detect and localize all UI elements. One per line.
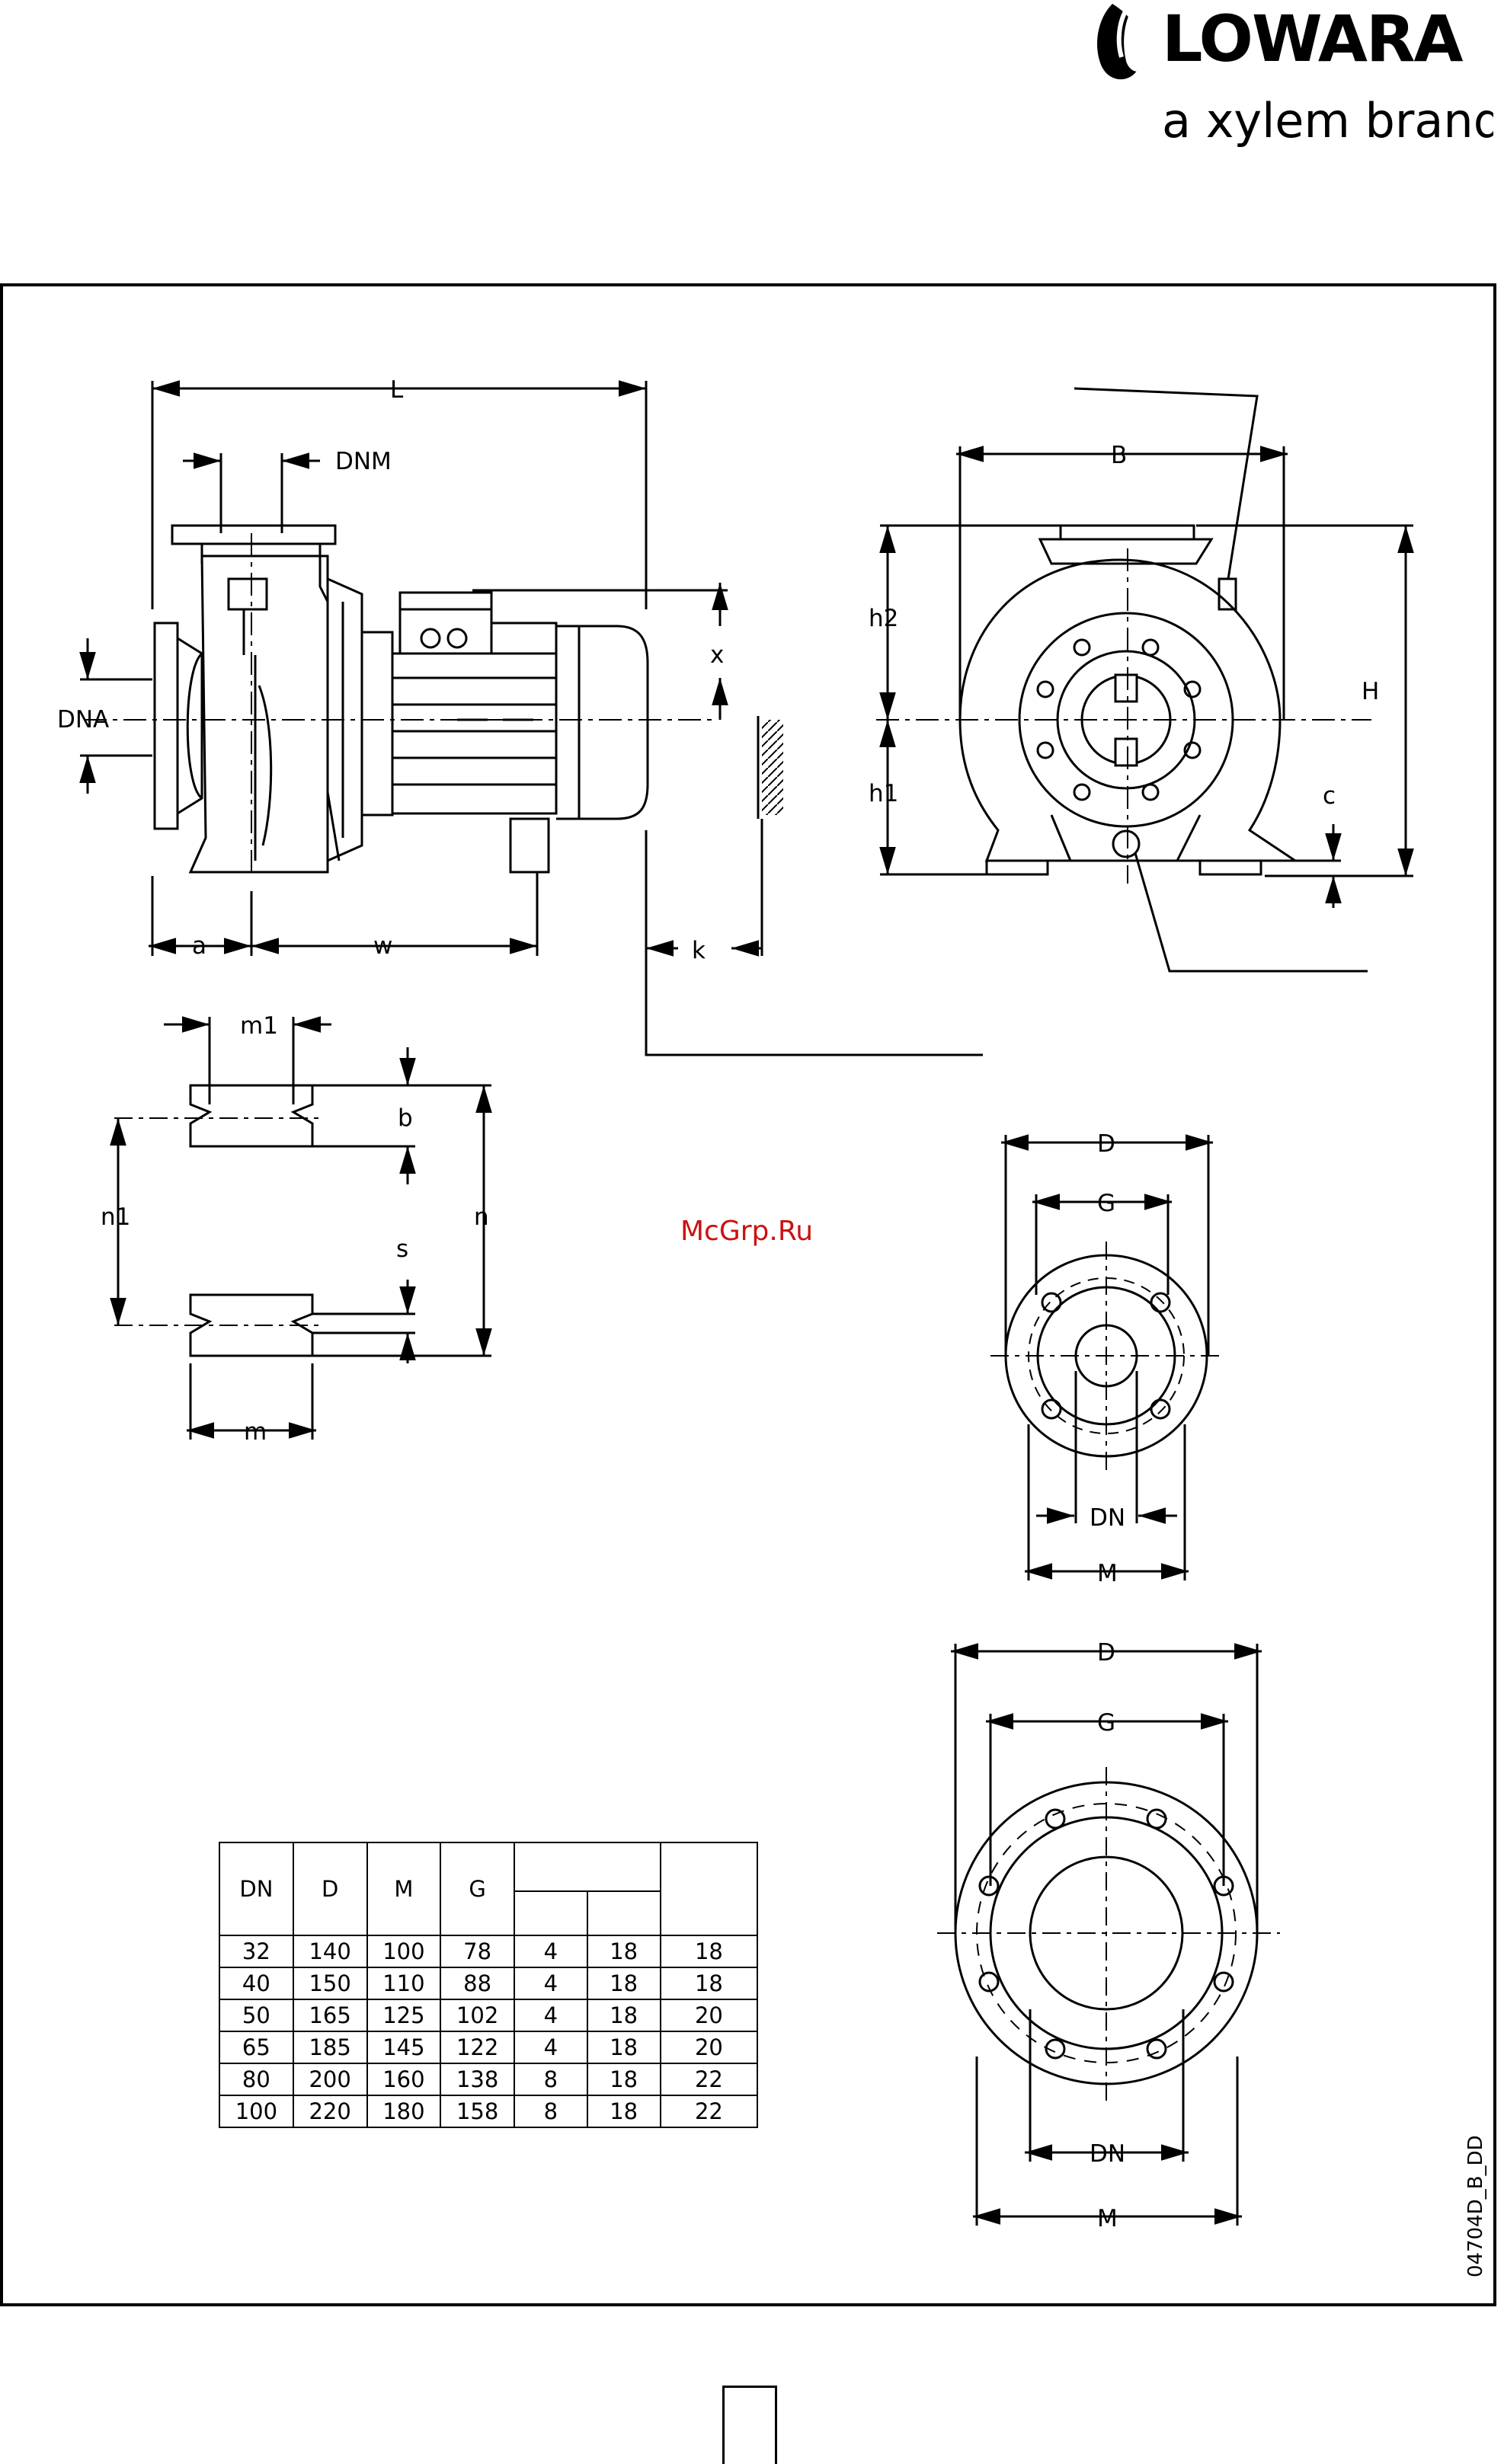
dim-label-k: k: [692, 937, 706, 964]
dim-label-m: m: [244, 1418, 267, 1446]
flange-8-hole-view: D G DN M: [937, 1639, 1280, 2232]
header-blank: [661, 1842, 757, 1935]
dim-label-G-large: G: [1097, 1709, 1115, 1737]
dim-label-DN-small: DN: [1090, 1504, 1125, 1532]
drawing-code: 04704D_B_DD: [1464, 2135, 1487, 2277]
dim-label-a: a: [192, 932, 206, 960]
dim-label-n1: n1: [101, 1203, 130, 1231]
dim-label-DNA: DNA: [57, 706, 109, 733]
dim-label-L: L: [390, 376, 404, 404]
flange-4-hole-view: D G DN M: [990, 1130, 1219, 1587]
dim-label-n: n: [474, 1203, 489, 1231]
dim-label-w: w: [373, 932, 392, 960]
table-header-row: DN D M G: [219, 1842, 757, 1891]
dim-label-h2: h2: [869, 605, 898, 632]
dim-label-h1: h1: [869, 780, 898, 807]
header-M: M: [367, 1842, 441, 1935]
dim-label-M-large: M: [1097, 2205, 1118, 2232]
header-DN: DN: [219, 1842, 293, 1935]
dim-label-c: c: [1323, 782, 1336, 810]
dim-label-H: H: [1362, 678, 1379, 705]
dim-label-DN-large: DN: [1090, 2140, 1125, 2168]
header-G: G: [440, 1842, 514, 1935]
dim-label-s: s: [396, 1235, 408, 1263]
header-D: D: [293, 1842, 367, 1935]
dim-label-B: B: [1111, 442, 1127, 469]
dim-label-x: x: [710, 641, 724, 669]
header-blank-sub-2: [587, 1891, 661, 1935]
side-view: L DNM DNA x a w k: [57, 376, 983, 1055]
watermark-text: McGrp.Ru: [680, 1216, 813, 1247]
dim-label-D-small: D: [1097, 1130, 1115, 1158]
page-number-box: [722, 2386, 777, 2464]
dim-label-G-small: G: [1097, 1190, 1115, 1217]
header-blank-sub-1: [514, 1891, 587, 1935]
dim-label-D-large: D: [1097, 1639, 1115, 1667]
dim-label-DNM: DNM: [335, 448, 392, 475]
dim-label-b: b: [398, 1104, 413, 1132]
dim-label-M-small: M: [1097, 1560, 1118, 1587]
dim-label-m1: m1: [240, 1012, 278, 1040]
header-group-blank: [514, 1842, 661, 1891]
foot-detail-view: m1 b n1 n s m: [101, 1012, 491, 1446]
front-view: B h2 h1 H c: [869, 388, 1413, 971]
